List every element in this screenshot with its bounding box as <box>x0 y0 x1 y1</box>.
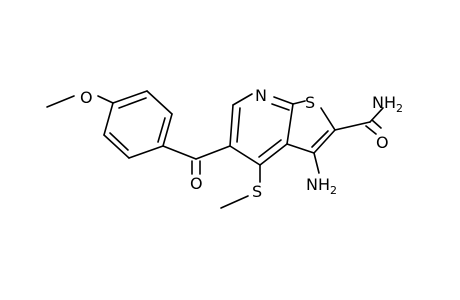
bond-pyridine-n-c7a-inner <box>271 103 290 111</box>
carbonyl-oxygen-label: O <box>190 174 203 193</box>
bond-c2-amide-c <box>334 121 371 131</box>
bond-thiophene-c2-c3-inner <box>311 130 329 148</box>
bond-benzene-1 <box>112 90 148 104</box>
bond-ring-carbonyl-c <box>162 145 197 160</box>
amide-nitrogen-text: NH <box>372 93 396 112</box>
bond-methyl-methoxy-o <box>46 95 75 108</box>
bond-benzene-4 <box>128 145 164 159</box>
bond-pyridine-c3a-c4-inner <box>258 139 282 158</box>
bond-thioether-s-methyl <box>220 195 249 209</box>
bond-pyridine-n-c7a <box>273 96 294 105</box>
bond-thiophene-c7a-s <box>292 100 306 105</box>
bond-benzene-2 <box>146 90 173 115</box>
bond-thiophene-c3-c3a <box>286 143 315 154</box>
bond-amide-c-o-2 <box>371 119 382 129</box>
bond-pyridine-c7a-c3a <box>286 103 294 145</box>
bond-pyridine-c5-c6-inner <box>236 107 241 143</box>
bond-benzene-1-inner <box>118 97 147 109</box>
bond-benzene-5 <box>103 134 130 159</box>
thioether-sulfur-label: S <box>252 182 262 201</box>
bond-benzene-3 <box>162 113 173 147</box>
bond-thiophene-s-c2 <box>320 107 336 131</box>
bond-pyridine-c5-c6 <box>229 104 234 147</box>
bond-c3-amino-n <box>313 152 320 174</box>
amide-nitrogen-label: NH2 <box>372 93 403 115</box>
bond-carbonyl-c-pyridine <box>195 145 231 160</box>
amino-nitrogen-subscript: 2 <box>330 184 337 197</box>
methoxy-oxygen-label: O <box>80 88 93 107</box>
amino-nitrogen-text: NH <box>306 175 330 194</box>
bond-benzene-5-inner <box>109 132 129 151</box>
bond-pyridine-c3a-c4 <box>259 143 288 166</box>
thiophene-sulfur-label: S <box>305 93 315 112</box>
bond-pyridine-c4-c5 <box>229 145 261 166</box>
bond-benzene-6 <box>103 102 114 136</box>
bond-amide-c-o-1 <box>365 125 377 135</box>
bond-methoxy-o-ring <box>97 95 114 104</box>
bond-pyridine-c6-n <box>232 93 253 106</box>
amino-nitrogen-label: NH2 <box>306 175 337 197</box>
bond-thiophene-c2-c3 <box>313 129 336 154</box>
amide-nitrogen-subscript: 2 <box>396 102 403 115</box>
amide-oxygen-label: O <box>376 133 389 152</box>
bond-benzene-3-inner <box>157 117 166 143</box>
pyridine-nitrogen-label: N <box>255 86 267 105</box>
